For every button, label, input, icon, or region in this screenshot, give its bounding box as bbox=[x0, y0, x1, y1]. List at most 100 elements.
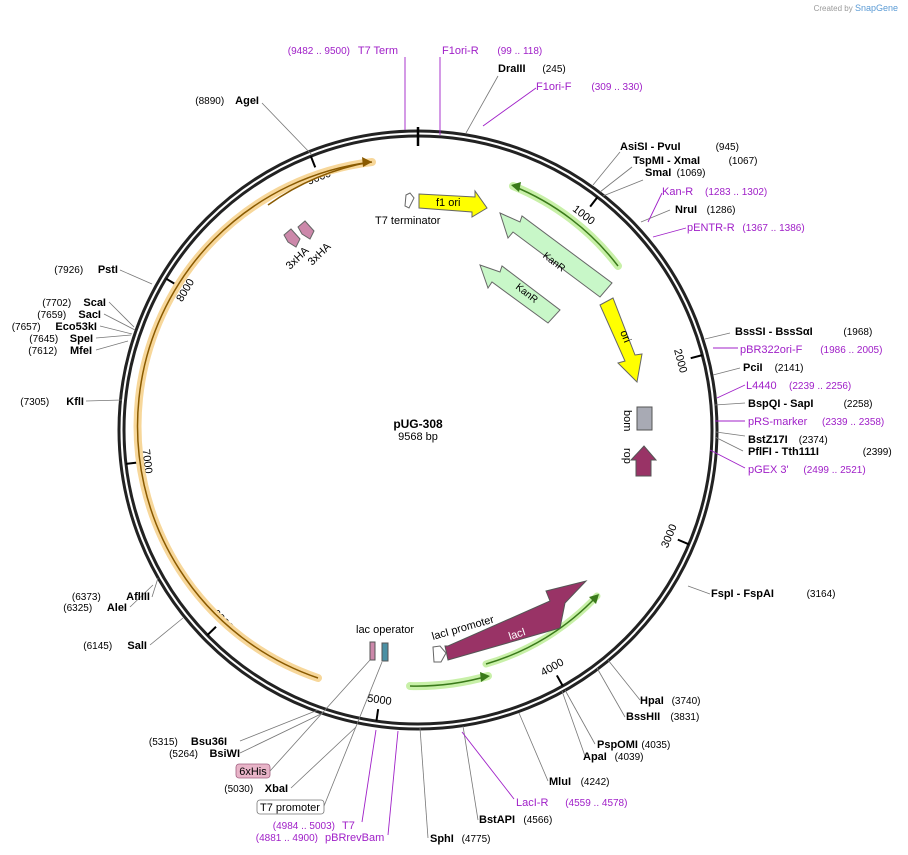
primer-position: (4984 .. 5003) bbox=[273, 821, 335, 832]
site-label-sphi[interactable]: SphI (4775) bbox=[430, 833, 491, 845]
site-name: PspOMI bbox=[597, 739, 638, 751]
site-label-bspqi-sapi[interactable]: BspQI - SapI(2258) bbox=[748, 398, 873, 410]
boxed-label-6xhis-text: 6xHis bbox=[239, 766, 267, 778]
primer-name: LacI-R bbox=[516, 797, 548, 809]
site-label-hpai[interactable]: HpaI(3740) bbox=[640, 695, 701, 707]
site-label-mlui[interactable]: MluI (4242) bbox=[549, 776, 610, 788]
site-label-mfei[interactable]: MfeI (7612) bbox=[28, 345, 92, 357]
leader-lines bbox=[85, 75, 746, 839]
primer-label-pbrrevbam[interactable]: pBRrevBam(4881 .. 4900) bbox=[256, 832, 385, 844]
tick-mark bbox=[589, 196, 599, 208]
site-label-eco53ki[interactable]: Eco53kI(7657) bbox=[12, 321, 97, 333]
site-label-bsiwi[interactable]: BsiWI(5264) bbox=[169, 748, 240, 760]
site-position: (6325) bbox=[63, 603, 92, 614]
site-label-pflfi-tth111i[interactable]: PflFI - Tth111I(2399) bbox=[748, 446, 892, 458]
site-position: (4242) bbox=[581, 777, 610, 788]
primer-label-t7[interactable]: T7(4984 .. 5003) bbox=[273, 820, 355, 832]
feature-label-lac-operator: lac operator bbox=[356, 624, 414, 636]
site-name: MfeI bbox=[70, 345, 92, 357]
boxed-label-t7-promoter[interactable]: T7 promoter bbox=[256, 799, 325, 815]
site-label-bsssi-bsss-i[interactable]: BssSI - BssSαI(1968) bbox=[735, 326, 872, 338]
primer-label-pentr-r[interactable]: pENTR-R (1367 .. 1386) bbox=[687, 222, 805, 234]
feature-f1-ori[interactable]: f1 ori bbox=[418, 189, 488, 218]
boxed-label-t7-promoter-text: T7 promoter bbox=[260, 802, 320, 814]
site-label-alei[interactable]: AleI(6325) bbox=[63, 602, 127, 614]
site-position: (5030) bbox=[224, 784, 253, 795]
site-label-agei[interactable]: AgeI(8890) bbox=[195, 95, 259, 107]
site-name: PflFI - Tth111I bbox=[748, 446, 819, 458]
feature-kanr-inner[interactable]: KanR bbox=[479, 264, 561, 324]
boxed-label-6xhis[interactable]: 6xHis bbox=[235, 763, 271, 779]
site-label-pspomi[interactable]: PspOMI(4035) bbox=[597, 739, 670, 751]
feature-bom[interactable]: bom bbox=[621, 406, 653, 431]
site-position: (3740) bbox=[672, 696, 701, 707]
site-name: AgeI bbox=[235, 95, 259, 107]
primer-name: F1ori-R bbox=[442, 45, 479, 57]
site-name: SacI bbox=[78, 309, 101, 321]
site-label-afliii[interactable]: AflIII(6373) bbox=[72, 591, 150, 603]
primer-label-pbr322ori-f[interactable]: pBR322ori-F(1986 .. 2005) bbox=[740, 344, 882, 356]
primer-label-f1ori-f[interactable]: F1ori-F(309 .. 330) bbox=[536, 81, 643, 93]
orf-arrowhead-bottom-2 bbox=[589, 594, 599, 604]
site-label-psti[interactable]: PstI(7926) bbox=[54, 264, 118, 276]
feature-laci[interactable]: lacI bbox=[444, 580, 588, 661]
site-label-bsshii[interactable]: BssHII (3831) bbox=[626, 711, 699, 723]
site-position: (1286) bbox=[707, 205, 736, 216]
site-label-scai[interactable]: ScaI(7702) bbox=[42, 297, 106, 309]
site-label-saci[interactable]: SacI(7659) bbox=[37, 309, 101, 321]
feature-rop[interactable]: rop bbox=[621, 445, 658, 477]
primer-name: pRS-marker bbox=[748, 416, 808, 428]
site-label-asisi-pvui[interactable]: AsiSI - PvuI(945) bbox=[620, 141, 739, 153]
feature-t7-terminator[interactable]: T7 terminator bbox=[375, 192, 441, 227]
site-label-bsu36i[interactable]: Bsu36I(5315) bbox=[149, 736, 227, 748]
site-name: PstI bbox=[98, 264, 118, 276]
site-name: BstAPI bbox=[479, 814, 515, 826]
site-label-pcii[interactable]: PciI(2141) bbox=[743, 362, 804, 374]
site-position: (4775) bbox=[462, 834, 491, 845]
site-label-fspi-fspai[interactable]: FspI - FspAI(3164) bbox=[711, 588, 836, 600]
orf-arc-left-line bbox=[136, 161, 373, 679]
orf-arc-left-line-2 bbox=[267, 161, 371, 206]
primer-label-f1ori-r[interactable]: F1ori-R(99 .. 118) bbox=[442, 45, 542, 57]
primer-label-laci-r[interactable]: LacI-R(4559 .. 4578) bbox=[516, 797, 627, 809]
site-position: (3831) bbox=[670, 712, 699, 723]
primer-name: Kan-R bbox=[662, 186, 693, 198]
feature-label-rop: rop bbox=[621, 448, 633, 464]
site-position: (1067) bbox=[729, 156, 758, 167]
site-position: (7305) bbox=[20, 397, 49, 408]
label-layer: AgeI(8890) DraIII(245) AsiSI - PvuI(945) Ts… bbox=[12, 45, 892, 845]
site-label-draiii[interactable]: DraIII(245) bbox=[498, 63, 566, 75]
site-name: SphI bbox=[430, 833, 454, 845]
primer-label-pgex-3-[interactable]: pGEX 3'(2499 .. 2521) bbox=[748, 464, 866, 476]
site-name: ApaI bbox=[583, 751, 607, 763]
site-label-nrui[interactable]: NruI(1286) bbox=[675, 204, 736, 216]
primer-label-kan-r[interactable]: Kan-R(1283 .. 1302) bbox=[662, 186, 767, 198]
primer-name: pENTR-R bbox=[687, 222, 735, 234]
feature-lac-operator[interactable]: lac operator bbox=[356, 624, 414, 662]
site-label-bstapi[interactable]: BstAPI(4566) bbox=[479, 814, 552, 826]
site-name: BssHII bbox=[626, 711, 660, 723]
site-label-sali[interactable]: SalI(6145) bbox=[83, 640, 147, 652]
site-name: TspMI - XmaI bbox=[633, 155, 700, 167]
feature-ori[interactable]: ori bbox=[599, 297, 643, 384]
site-label-tspmi-xmai[interactable]: TspMI - XmaI (1067) bbox=[633, 155, 758, 167]
primer-position: (1367 .. 1386) bbox=[742, 223, 804, 234]
site-position: (7612) bbox=[28, 346, 57, 357]
primer-label-prs-marker[interactable]: pRS-marker(2339 .. 2358) bbox=[748, 416, 884, 428]
primer-label-l4440[interactable]: L4440(2239 .. 2256) bbox=[746, 380, 851, 392]
site-name: MluI bbox=[549, 776, 571, 788]
site-label-smai[interactable]: SmaI(1069) bbox=[645, 167, 706, 179]
site-label-bstz17i[interactable]: BstZ17I(2374) bbox=[748, 434, 828, 446]
primer-label-t7-term[interactable]: T7 Term(9482 .. 9500) bbox=[288, 45, 398, 57]
feature-label-laci: lacI bbox=[507, 626, 527, 643]
orf-arrowhead-right-top bbox=[511, 182, 521, 192]
site-position: (4039) bbox=[615, 752, 644, 763]
site-label-kfli[interactable]: KflI(7305) bbox=[20, 396, 84, 408]
feature-label-3xha-b: 3xHA bbox=[306, 240, 334, 268]
site-label-apai[interactable]: ApaI (4039) bbox=[583, 751, 644, 763]
site-position: (3164) bbox=[807, 589, 836, 600]
site-label-xbai[interactable]: XbaI(5030) bbox=[224, 783, 288, 795]
site-label-spei[interactable]: SpeI(7645) bbox=[29, 333, 93, 345]
site-name: BspQI - SapI bbox=[748, 398, 813, 410]
